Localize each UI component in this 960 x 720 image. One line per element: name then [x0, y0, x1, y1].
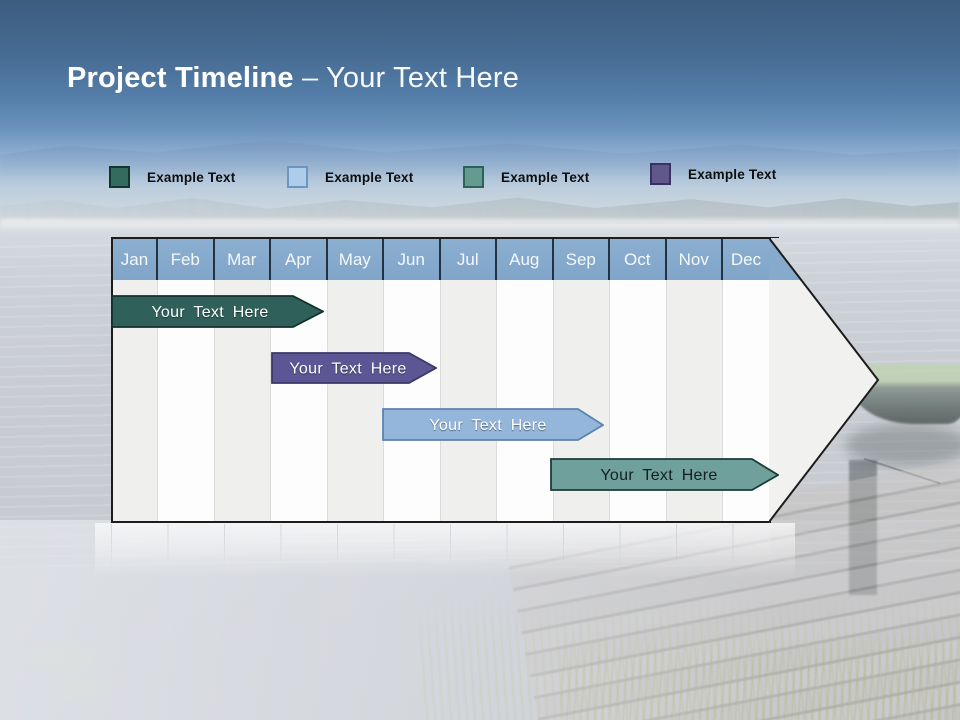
gantt-bar-2[interactable]: Your Text Here [271, 352, 437, 384]
legend-item-3[interactable]: Example Text [463, 166, 589, 188]
month-header: Mar [214, 239, 271, 280]
month-column-jul: Jul [440, 239, 497, 521]
legend-swatch-teal [463, 166, 484, 188]
month-column-jan: Jan [113, 239, 158, 521]
legend-label: Example Text [501, 169, 590, 185]
legend-item-1[interactable]: Example Text [109, 166, 235, 188]
gantt-bar-1[interactable]: Your Text Here [111, 295, 324, 328]
month-column-may: May [327, 239, 384, 521]
month-header: Jul [440, 239, 497, 280]
legend-swatch-lightblue [287, 166, 308, 188]
month-header: Nov [666, 239, 723, 280]
gantt-bar-3-label: Your Text Here [429, 417, 546, 434]
gantt-bar-1-label: Your Text Here [151, 304, 268, 321]
month-header: Oct [610, 239, 667, 280]
reeds [420, 590, 960, 720]
month-header: Aug [497, 239, 554, 280]
table-glow [95, 523, 795, 578]
gantt-bar-3[interactable]: Your Text Here [382, 408, 604, 441]
month-header: Apr [271, 239, 328, 280]
month-header: Sep [553, 239, 610, 280]
legend-item-4[interactable]: Example Text [650, 163, 776, 185]
haze-overlay [0, 520, 960, 720]
legend-label: Example Text [147, 169, 236, 185]
legend-swatch-purple [650, 163, 671, 185]
treeline [0, 197, 960, 224]
lilypad [55, 678, 110, 698]
gantt-bar-2-label: Your Text Here [289, 361, 406, 378]
reeds-front [560, 630, 960, 720]
legend-label: Example Text [325, 169, 414, 185]
legend-label: Example Text [688, 166, 777, 182]
month-header: Jun [384, 239, 441, 280]
gantt-bar-4[interactable]: Your Text Here [550, 458, 779, 491]
legend-swatch-darkteal [109, 166, 130, 188]
legend-item-2[interactable]: Example Text [287, 166, 413, 188]
month-header: Feb [158, 239, 215, 280]
month-column-jun: Jun [384, 239, 441, 521]
month-column-aug: Aug [497, 239, 554, 521]
table-reflection [111, 524, 771, 566]
slide-title-bold: Project Timeline [67, 62, 302, 94]
timeline-table[interactable]: Jan Feb Mar Apr May Jun Jul Aug Sep Oct … [111, 237, 771, 523]
month-header: May [327, 239, 384, 280]
shoreline-haze [0, 219, 960, 233]
month-header: Jan [113, 239, 158, 280]
timeline-arrow-tip [769, 237, 880, 523]
slide-title-light: – Your Text Here [301, 62, 520, 94]
gantt-bar-4-label: Your Text Here [600, 467, 717, 484]
lilypad [28, 645, 98, 671]
month-column-mar: Mar [214, 239, 271, 521]
month-header: Dec [723, 239, 770, 280]
slide-title[interactable]: Project Timeline – Your Text Here [67, 62, 519, 95]
month-column-feb: Feb [158, 239, 215, 521]
